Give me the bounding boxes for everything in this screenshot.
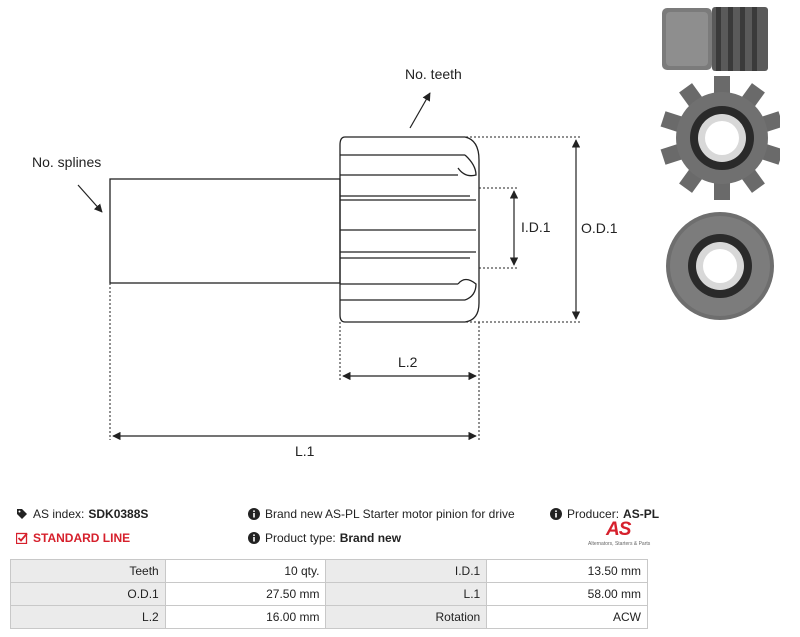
- description-text: Brand new AS-PL Starter motor pinion for…: [265, 507, 515, 521]
- spec-value: ACW: [486, 605, 648, 629]
- table-row: Teeth 10 qty. I.D.1 13.50 mm: [10, 559, 648, 583]
- spec-value: 58.00 mm: [486, 582, 648, 606]
- checkbox-check-icon: [16, 532, 28, 544]
- spec-label: Rotation: [325, 605, 488, 629]
- product-type-value: Brand new: [339, 531, 402, 545]
- spec-value: 13.50 mm: [486, 559, 648, 583]
- spec-label: Teeth: [10, 559, 166, 583]
- no-splines-label: No. splines: [32, 154, 101, 170]
- logo-text: AS: [606, 519, 631, 540]
- as-index-value: SDK0388S: [88, 507, 149, 521]
- l1-label: L.1: [295, 443, 315, 459]
- od1-label: O.D.1: [581, 220, 618, 236]
- product-type: Product type: Brand new: [248, 531, 401, 545]
- table-row: L.2 16.00 mm Rotation ACW: [10, 605, 648, 629]
- as-pl-logo: AS Alternators, Starters & Parts: [588, 519, 654, 553]
- product-type-label: Product type:: [265, 531, 336, 545]
- shaft-outline: [109, 178, 341, 284]
- table-row: O.D.1 27.50 mm L.1 58.00 mm: [10, 582, 648, 606]
- splines-pointer-arrow: [77, 184, 103, 213]
- spec-value: 27.50 mm: [164, 582, 327, 606]
- producer-value: AS-PL: [623, 507, 660, 521]
- teeth-pointer-arrow: [409, 92, 431, 129]
- gear-outline: [339, 136, 480, 323]
- product-photo-gear-front: [660, 76, 780, 200]
- standard-line-label: STANDARD LINE: [33, 531, 131, 545]
- tag-icon: [17, 509, 27, 519]
- product-photo-rear: [666, 212, 774, 320]
- spec-label: I.D.1: [325, 559, 488, 583]
- producer-label: Producer:: [567, 507, 620, 521]
- no-teeth-label: No. teeth: [405, 66, 462, 82]
- info-icon: [550, 508, 562, 520]
- spec-label: L.2: [10, 605, 166, 629]
- producer: Producer: AS-PL: [550, 507, 659, 521]
- technical-drawing: No. teeth No. splines I.D.1 O.D.1 L.2 L.…: [32, 66, 618, 459]
- spec-label: L.1: [325, 582, 488, 606]
- id1-label: I.D.1: [521, 219, 551, 235]
- info-icon: [248, 532, 260, 544]
- product-photo-side: [662, 7, 768, 71]
- specs-table: Teeth 10 qty. I.D.1 13.50 mm O.D.1 27.50…: [10, 559, 648, 629]
- spec-value: 16.00 mm: [164, 605, 327, 629]
- as-index-label: AS index:: [33, 507, 85, 521]
- standard-line: STANDARD LINE: [16, 531, 130, 545]
- l2-label: L.2: [398, 354, 418, 370]
- info-icon: [248, 508, 260, 520]
- spec-label: O.D.1: [10, 582, 166, 606]
- logo-tagline: Alternators, Starters & Parts: [588, 541, 651, 547]
- product-description: Brand new AS-PL Starter motor pinion for…: [248, 507, 515, 521]
- as-index: AS index: SDK0388S: [16, 507, 148, 521]
- spec-value: 10 qty.: [164, 559, 327, 583]
